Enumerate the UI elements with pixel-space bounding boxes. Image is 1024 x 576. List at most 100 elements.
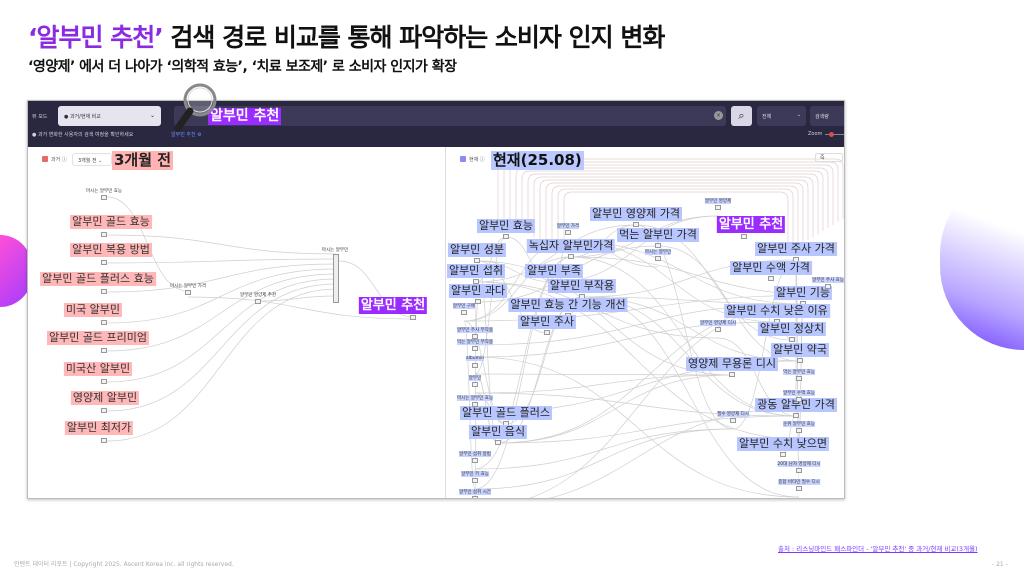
graph-node[interactable] bbox=[472, 346, 478, 351]
graph-node[interactable] bbox=[101, 348, 107, 353]
present-keyword-label-small[interactable]: 알부민 키 효능 bbox=[461, 471, 489, 477]
graph-node[interactable] bbox=[101, 289, 107, 294]
graph-node[interactable] bbox=[101, 195, 107, 200]
graph-node[interactable] bbox=[255, 299, 261, 304]
past-target-label[interactable]: 알부민 추천 bbox=[358, 297, 428, 314]
present-keyword-label[interactable]: 알부민 약국 bbox=[770, 343, 830, 357]
graph-node[interactable] bbox=[101, 408, 107, 413]
graph-node[interactable] bbox=[789, 337, 795, 342]
present-keyword-label[interactable]: 알부민 주사 가격 bbox=[755, 242, 837, 256]
graph-node[interactable] bbox=[410, 315, 416, 320]
present-keyword-label[interactable]: 알부민 과다 bbox=[448, 284, 508, 298]
past-keyword-label-small[interactable]: 알부민 영양제 추천 bbox=[240, 293, 276, 298]
present-keyword-label[interactable]: 광동 알부민 가격 bbox=[755, 398, 837, 412]
present-checkbox[interactable] bbox=[460, 156, 466, 162]
graph-node[interactable] bbox=[472, 496, 478, 498]
graph-node[interactable] bbox=[503, 234, 509, 239]
present-keyword-label[interactable]: 녹십자 알부민가격 bbox=[526, 239, 616, 253]
graph-node[interactable] bbox=[101, 232, 107, 237]
present-keyword-label[interactable]: 알부민 음식 bbox=[468, 425, 528, 439]
past-keyword-label[interactable]: 알부민 복용 방법 bbox=[70, 243, 152, 257]
present-keyword-label-small[interactable]: 알부민 주사 효능 bbox=[812, 277, 844, 283]
graph-node[interactable] bbox=[655, 256, 661, 261]
graph-node[interactable] bbox=[715, 205, 721, 210]
search-input[interactable]: 알부민 추천 × bbox=[174, 106, 726, 126]
graph-node[interactable] bbox=[474, 258, 480, 263]
present-keyword-label-small[interactable]: 종합 비타민 필수 디시 bbox=[778, 479, 820, 485]
past-keyword-label[interactable]: 알부민 골드 플러스 효능 bbox=[40, 272, 156, 286]
graph-node[interactable] bbox=[475, 299, 481, 304]
graph-node[interactable] bbox=[472, 402, 478, 407]
graph-node[interactable] bbox=[101, 438, 107, 443]
present-keyword-label-small[interactable]: 필수 영양제 디시 bbox=[717, 411, 749, 417]
graph-node[interactable] bbox=[793, 413, 799, 418]
present-keyword-label[interactable]: 먹는 알부민 가격 bbox=[617, 228, 699, 242]
present-keyword-label-small[interactable]: 먹는 알부민 효능 bbox=[783, 369, 815, 375]
present-keyword-label[interactable]: 알부민 수치 낮으면 bbox=[737, 437, 829, 451]
search-button[interactable]: ⌕ bbox=[731, 106, 752, 126]
graph-node[interactable] bbox=[101, 260, 107, 265]
scope-select[interactable]: 전체⌄ bbox=[757, 106, 806, 126]
graph-node[interactable] bbox=[568, 254, 574, 259]
past-keyword-label[interactable]: 알부민 골드 프리미엄 bbox=[46, 331, 150, 345]
graph-node[interactable] bbox=[472, 334, 478, 339]
graph-node[interactable] bbox=[768, 276, 774, 281]
graph-node[interactable] bbox=[796, 376, 802, 381]
past-keyword-label[interactable]: 미국산 알부민 bbox=[63, 362, 133, 376]
graph-node[interactable] bbox=[565, 230, 571, 235]
present-keyword-label[interactable]: 알부민 효능 간 기능 개선 bbox=[508, 298, 628, 312]
graph-node[interactable] bbox=[796, 428, 802, 433]
graph-node[interactable] bbox=[655, 243, 661, 248]
graph-node[interactable] bbox=[796, 468, 802, 473]
mode-select[interactable]: ● 과거/현재 비교⌄ bbox=[58, 106, 161, 126]
present-keyword-label-small[interactable]: 알부민 섭취 시간 bbox=[459, 489, 491, 495]
graph-node[interactable] bbox=[741, 234, 747, 239]
graph-node[interactable] bbox=[780, 452, 786, 457]
graph-hub-node[interactable] bbox=[333, 254, 339, 303]
present-keyword-label[interactable]: 영양제 무용론 디시 bbox=[686, 357, 778, 371]
present-keyword-label[interactable]: 알부민 골드 플러스 bbox=[460, 406, 552, 420]
present-keyword-label[interactable]: 알부민 주사 bbox=[517, 315, 577, 329]
present-keyword-label-small[interactable]: 알부민 영양제 bbox=[704, 198, 732, 204]
present-keyword-label[interactable]: 알부민 정상치 bbox=[757, 322, 827, 336]
graph-node[interactable] bbox=[472, 458, 478, 463]
past-keyword-label[interactable]: 영양제 알부민 bbox=[70, 391, 140, 405]
graph-node[interactable] bbox=[730, 418, 736, 423]
past-keyword-label[interactable]: 알부민 최저가 bbox=[64, 421, 134, 435]
source-link[interactable]: 출처 : 리스닝마인드 패스파인더 - '알부민 추천' 중 과거/현재 비교(… bbox=[778, 545, 978, 553]
past-checkbox[interactable] bbox=[42, 156, 48, 162]
graph-node[interactable] bbox=[472, 478, 478, 483]
graph-node[interactable] bbox=[796, 486, 802, 491]
present-keyword-label[interactable]: 알부민 효능 bbox=[476, 219, 536, 233]
zoom-slider[interactable] bbox=[825, 134, 844, 135]
graph-node[interactable] bbox=[495, 440, 501, 445]
graph-node[interactable] bbox=[544, 330, 550, 335]
present-keyword-label[interactable]: 알부민 기능 bbox=[773, 286, 833, 300]
present-keyword-label-small[interactable]: 알부민 bbox=[468, 375, 482, 381]
past-keyword-label-small[interactable]: 마시는 알부민 가격 bbox=[170, 284, 206, 289]
present-keyword-label[interactable]: 알부민 수액 가격 bbox=[730, 261, 812, 275]
present-keyword-label-small[interactable]: 알부민 가격 bbox=[556, 223, 580, 229]
graph-node[interactable] bbox=[729, 372, 735, 377]
present-keyword-label-small[interactable]: albumin bbox=[465, 356, 485, 361]
zoom-slider-handle[interactable] bbox=[829, 132, 834, 137]
present-keyword-label[interactable]: 알부민 섭취 bbox=[446, 264, 506, 278]
present-keyword-label[interactable]: 알부민 부작용 bbox=[547, 279, 617, 293]
present-keyword-label[interactable]: 알부민 영양제 가격 bbox=[590, 207, 682, 221]
present-keyword-label-small[interactable]: 순위 알부민 효능 bbox=[783, 421, 815, 427]
graph-node[interactable] bbox=[796, 397, 802, 402]
search-volume-button[interactable]: 검색량 bbox=[810, 106, 844, 126]
graph-node[interactable] bbox=[461, 310, 467, 315]
graph-node[interactable] bbox=[185, 290, 191, 295]
layout-toggle[interactable]: 즉 bbox=[815, 153, 843, 162]
present-keyword-label-small[interactable]: 마시는 알부민 bbox=[644, 249, 672, 255]
present-keyword-label[interactable]: 알부민 부족 bbox=[524, 264, 584, 278]
graph-node[interactable] bbox=[797, 358, 803, 363]
graph-node[interactable] bbox=[101, 379, 107, 384]
graph-node[interactable] bbox=[101, 320, 107, 325]
graph-node[interactable] bbox=[472, 382, 478, 387]
graph-node[interactable] bbox=[825, 284, 831, 289]
graph-node[interactable] bbox=[472, 363, 478, 368]
graph-node[interactable] bbox=[715, 327, 721, 332]
past-keyword-label[interactable]: 미국 알부민 bbox=[63, 303, 123, 317]
